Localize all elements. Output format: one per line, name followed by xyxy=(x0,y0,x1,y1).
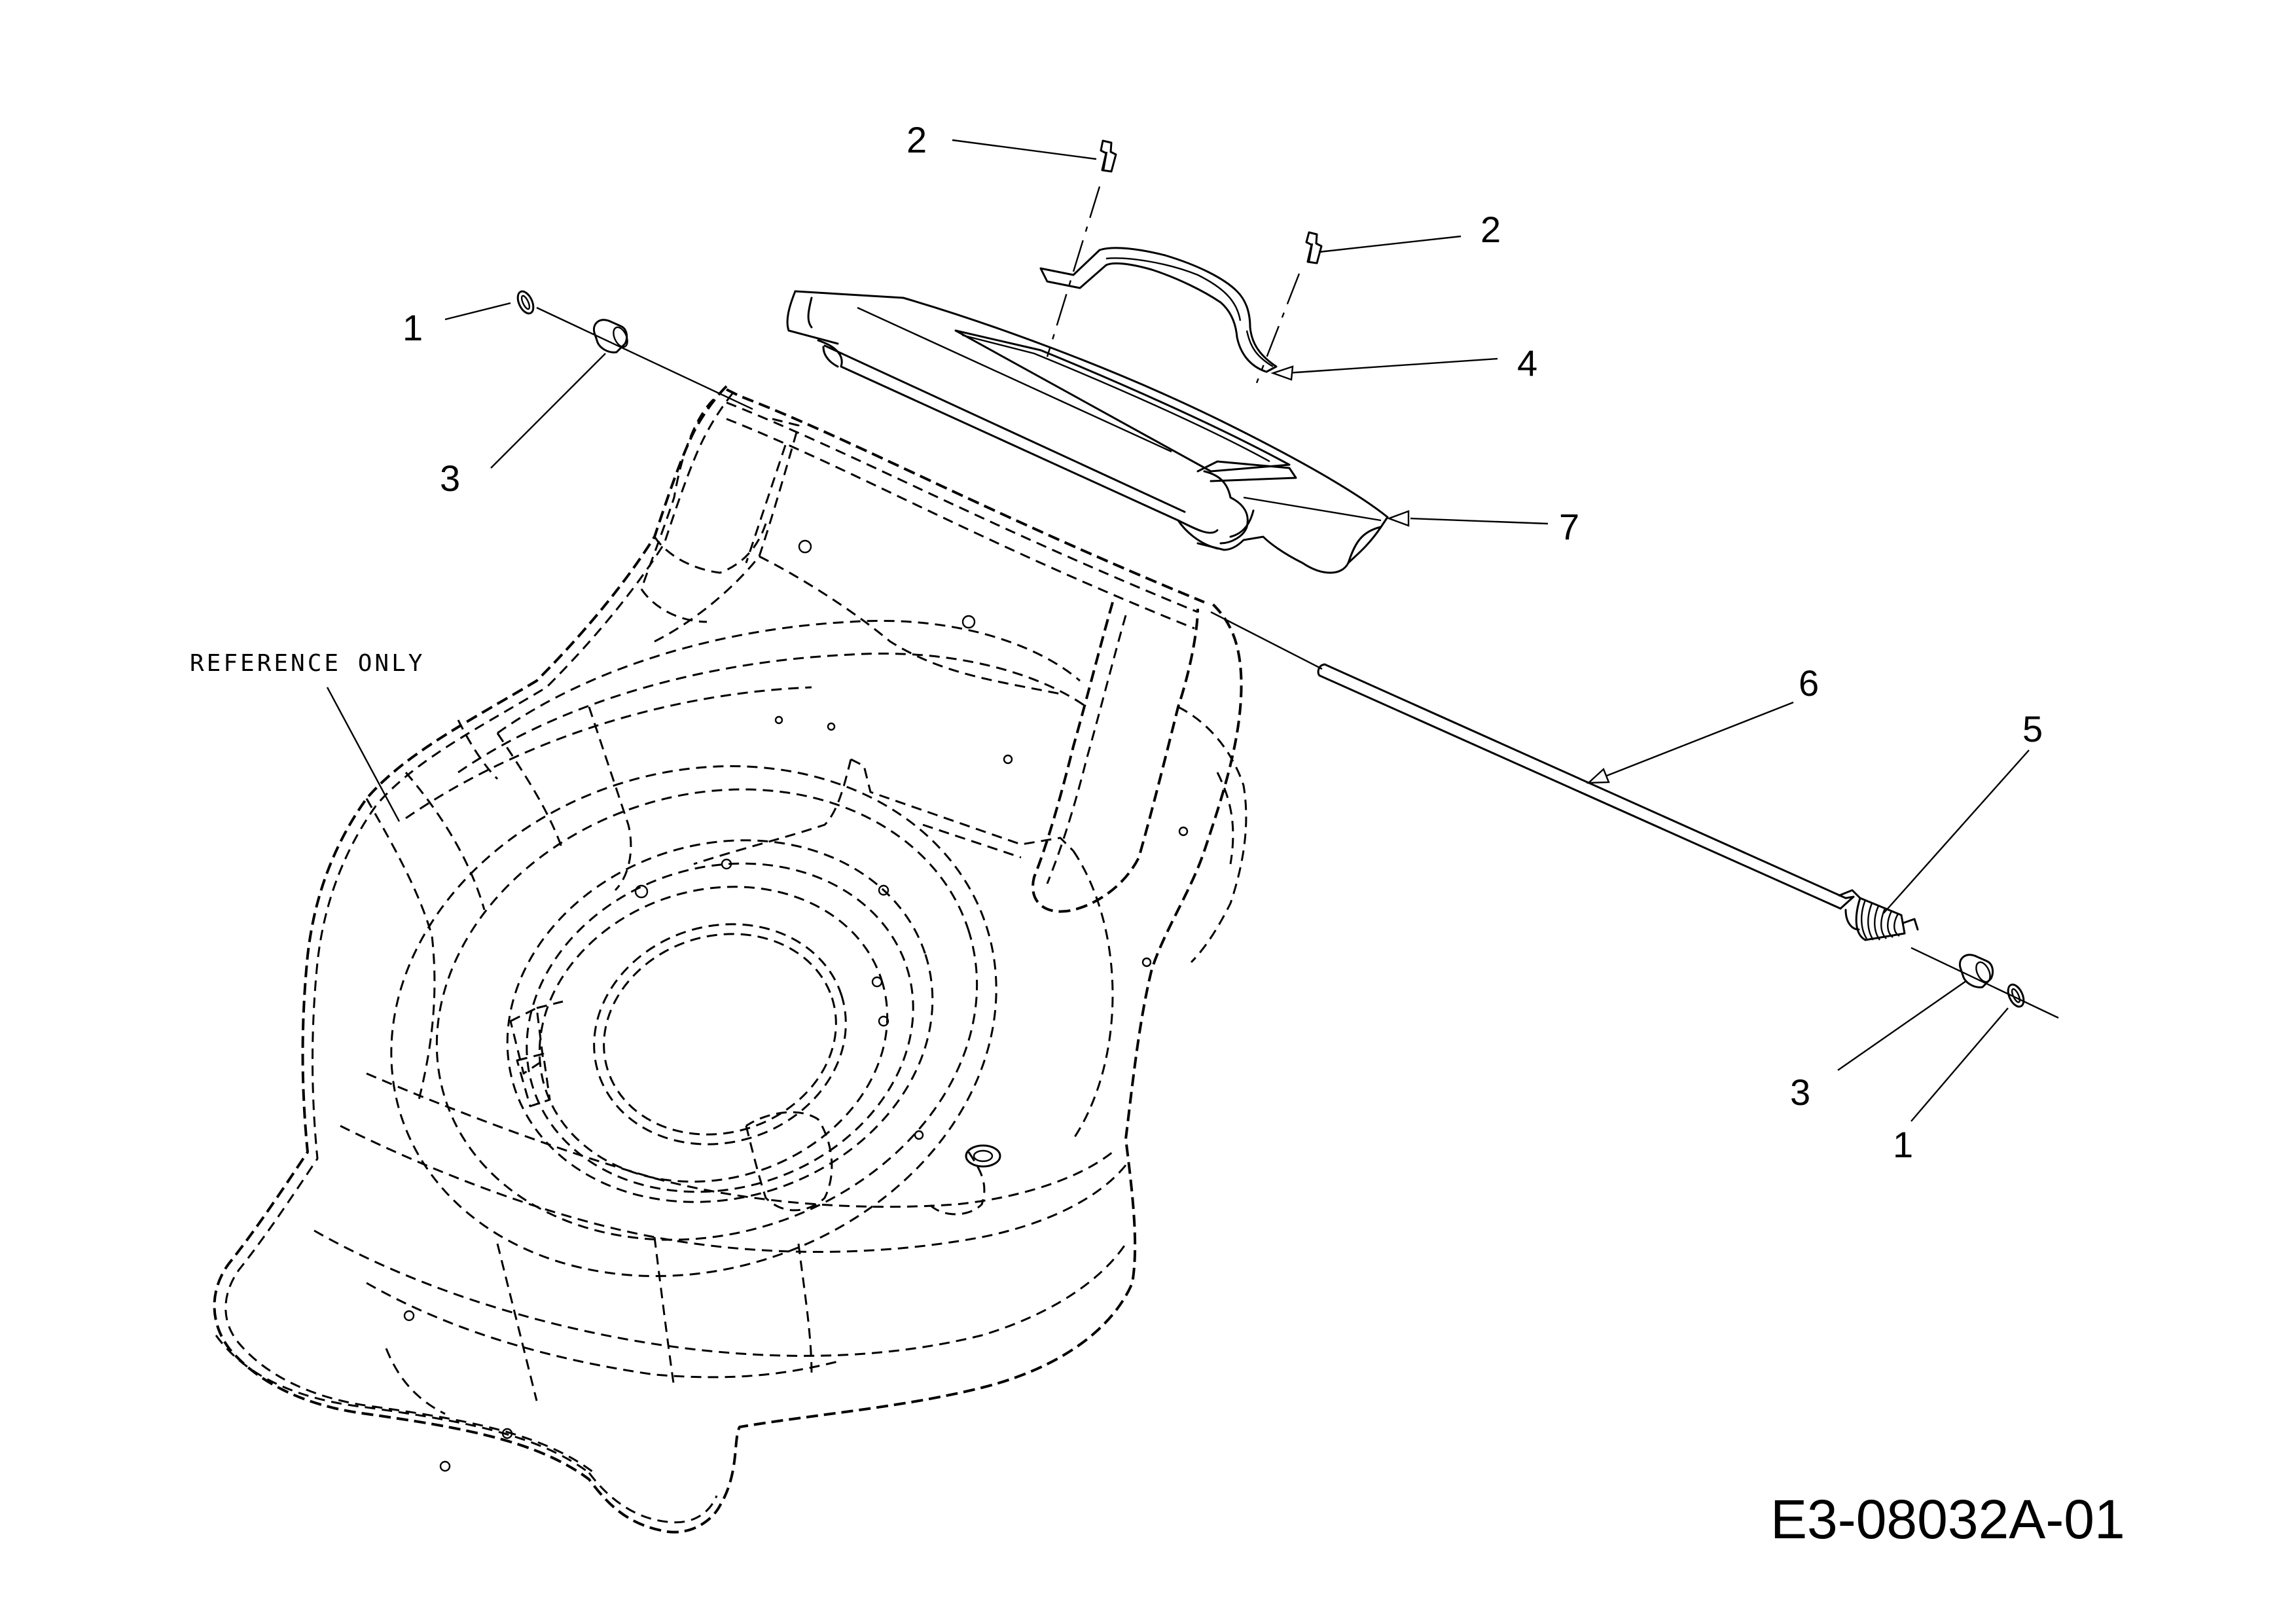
retaining-ring-right xyxy=(2007,983,2025,1008)
rivet-right xyxy=(1305,231,1323,264)
bushing-right xyxy=(1958,954,1994,988)
leader-lines xyxy=(326,139,2030,1122)
rivet-centerlines xyxy=(1046,186,1300,384)
torsion-spring xyxy=(1838,889,1919,941)
rivet-top xyxy=(1100,139,1117,173)
rear-door xyxy=(786,290,1389,574)
reference-only-label: REFERENCE ONLY xyxy=(190,650,425,677)
callout-3-right: 3 xyxy=(1790,1072,1810,1113)
drawing-code: E3-08032A-01 xyxy=(1770,1489,2125,1550)
retaining-ring-left xyxy=(516,290,535,315)
callout-1-left: 1 xyxy=(403,307,423,348)
callout-5: 5 xyxy=(2022,708,2043,749)
callout-7: 7 xyxy=(1559,506,1579,547)
hinge-rod xyxy=(1317,663,1855,910)
door-handle xyxy=(1039,247,1278,373)
mower-deck-reference-outline xyxy=(213,385,1247,1534)
bushing-left xyxy=(592,319,628,353)
callout-2-right: 2 xyxy=(1480,209,1501,250)
callout-labels: 2 2 1 3 4 7 6 5 3 1 xyxy=(403,119,2043,1165)
callout-1-right: 1 xyxy=(1893,1124,1913,1165)
callout-6: 6 xyxy=(1799,662,1819,704)
hinge-axis xyxy=(536,306,2059,1019)
callout-3-left: 3 xyxy=(440,458,460,499)
callout-2-top: 2 xyxy=(906,119,927,160)
callout-4: 4 xyxy=(1517,342,1537,384)
